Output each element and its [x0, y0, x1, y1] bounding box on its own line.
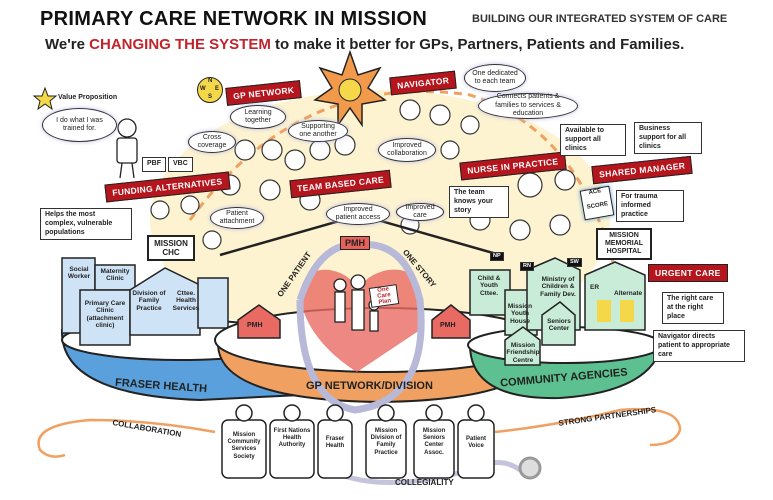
- collaboration-swirl: [37, 418, 216, 458]
- building-primary-care: Primary Care Clinic (attachment clinic): [84, 300, 126, 330]
- pmh-right: PMH: [440, 322, 456, 329]
- building-ministry: Ministry of Children & Family Dev.: [540, 276, 576, 298]
- subtitle-pre: We're: [45, 36, 85, 53]
- page-subtitle: We're CHANGING THE SYSTEM to make it bet…: [45, 36, 684, 53]
- note-team-story: The team knows your story: [449, 186, 509, 219]
- pmh-house-right: [431, 304, 471, 339]
- community-buildings: [469, 257, 646, 366]
- base-gp-network: GP NETWORK/DIVISION: [306, 380, 433, 392]
- pmh-house-left: [237, 304, 281, 339]
- subtitle-post: to make it better for GPs, Partners, Pat…: [275, 36, 685, 53]
- value-prop-quote: I do what I was trained for.: [42, 108, 117, 142]
- partner-fnha: First Nations Health Authority: [273, 428, 311, 449]
- tag-pbf: PBF: [142, 157, 166, 172]
- banner-urgent-care: URGENT CARE: [648, 264, 728, 282]
- partner-division: Mission Division of Family Practice: [370, 428, 402, 456]
- note-funding: Helps the most complex, vulnerable popul…: [40, 208, 132, 241]
- bubble-supporting: Supporting one another: [288, 120, 348, 142]
- pmh-main: PMH: [340, 236, 370, 250]
- building-seniors: Seniors Center: [547, 318, 571, 333]
- navigator-figure: [338, 78, 362, 102]
- building-youth-house: Mission Youth House: [507, 303, 533, 325]
- partner-patient-voice: Patient Voice: [465, 436, 486, 450]
- family-figures: [333, 274, 380, 332]
- fraser-buildings: [61, 257, 229, 346]
- one-care-plan: One Care Plan: [368, 284, 400, 308]
- tag-np: NP: [490, 252, 504, 261]
- bubble-improved-care: Improved care: [396, 203, 444, 221]
- note-navigator-1: One dedicated to each team: [464, 64, 526, 92]
- value-star-icon: [32, 86, 58, 111]
- note-right-care: The right care at the right place: [662, 292, 724, 325]
- stethoscope-head-icon: [518, 456, 542, 480]
- theme-collegiality: COLLEGIALITY: [395, 478, 454, 487]
- note-navigator-directs: Navigator directs patient to appropriate…: [653, 330, 745, 363]
- partnerships-swirl: [494, 408, 682, 447]
- page-title: PRIMARY CARE NETWORK IN MISSION: [40, 8, 428, 30]
- building-alternate: Alternate: [614, 290, 643, 297]
- building-social-worker: Social Worker: [67, 266, 91, 281]
- tag-rn: RN: [520, 262, 534, 271]
- ace-bottom: SCORE: [586, 201, 609, 211]
- compass-w: W: [200, 86, 206, 92]
- tag-vbc: VBC: [168, 157, 193, 172]
- building-division: Division of Family Practice: [132, 290, 166, 312]
- partner-fraser: Fraser Health: [325, 436, 345, 450]
- pmh-left: PMH: [247, 322, 263, 329]
- building-friendship: Mission Friendship Centre: [506, 342, 540, 364]
- sign-hospital: MISSION MEMORIAL HOSPITAL: [596, 228, 652, 261]
- compass-icon: N E S W: [197, 77, 223, 103]
- note-nurse: Available to support all clinics: [560, 124, 626, 157]
- value-prop-label: Value Proposition: [58, 94, 118, 101]
- bubble-attachment: Patient attachment: [210, 207, 264, 229]
- dashed-arc: [188, 89, 617, 271]
- bubble-collaboration: Improved collaboration: [378, 138, 436, 162]
- building-child-youth: Child & Youth Cttee.: [477, 275, 501, 297]
- compass-e: E: [215, 86, 220, 92]
- sign-mission-chc: MISSION CHC: [147, 235, 195, 262]
- bubble-cross-coverage: Cross coverage: [188, 131, 236, 153]
- note-navigator-2: Connects patients & families to services…: [478, 93, 578, 119]
- compass-s: S: [208, 94, 213, 100]
- subtitle-highlight: CHANGING THE SYSTEM: [89, 36, 271, 53]
- compass-n: N: [208, 78, 213, 84]
- partner-seniors: Mission Seniors Center Assoc.: [422, 428, 446, 456]
- partner-mcss: Mission Community Services Society: [227, 432, 261, 460]
- bubble-learning: Learning together: [230, 105, 286, 129]
- page-tagline: BUILDING OUR INTEGRATED SYSTEM OF CARE: [472, 13, 728, 25]
- note-ace: For trauma informed practice: [616, 190, 684, 223]
- bubble-access: Improved patient access: [326, 203, 390, 225]
- building-cttee-health: Cttee. Health Services: [172, 290, 200, 312]
- doctor-figure: [116, 118, 138, 179]
- building-maternity: Maternity Clinic: [100, 268, 130, 283]
- partner-figures: [221, 404, 495, 479]
- note-manager: Business support for all clinics: [634, 122, 702, 155]
- building-er: ER: [590, 284, 600, 291]
- tag-sw: SW: [567, 258, 582, 267]
